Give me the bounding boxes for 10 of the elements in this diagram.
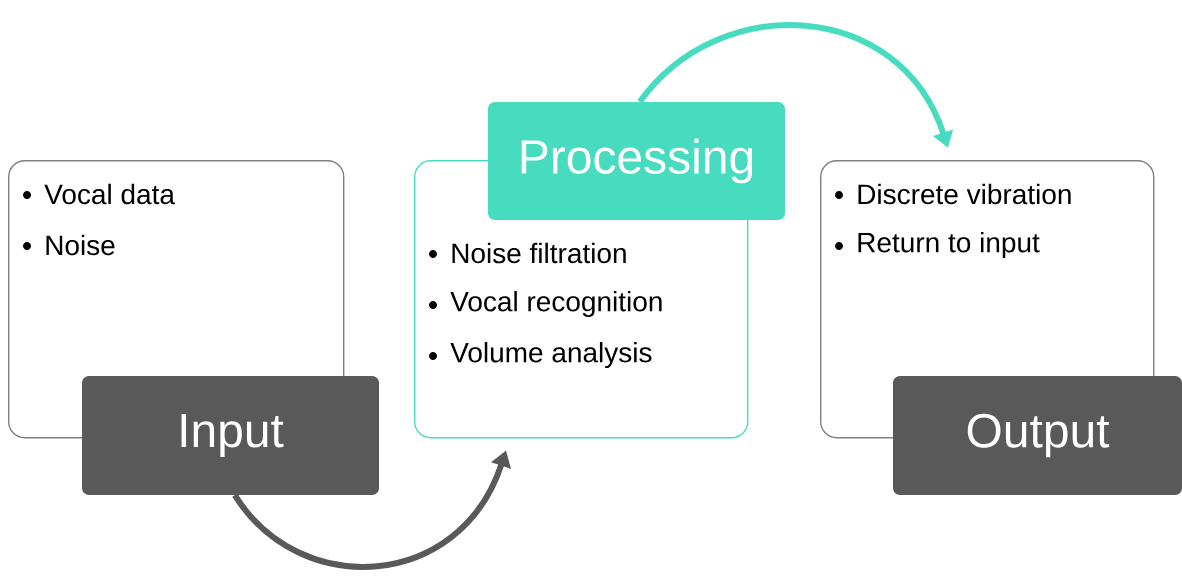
stage-label: Output — [893, 376, 1182, 495]
bullet-item: Noise — [46, 234, 115, 256]
bullet-item: Vocal data — [44, 183, 175, 205]
bullet-item: Return to input — [858, 231, 1040, 259]
bullet-item: Volume analysis — [450, 341, 652, 369]
stage-label: Input — [82, 376, 379, 495]
bullet-item: Noise filtration — [452, 242, 626, 264]
stage-label: Processing — [488, 102, 785, 220]
bullet-item: Discrete vibration — [858, 183, 1071, 205]
bullet-item: Vocal recognition — [450, 290, 662, 318]
